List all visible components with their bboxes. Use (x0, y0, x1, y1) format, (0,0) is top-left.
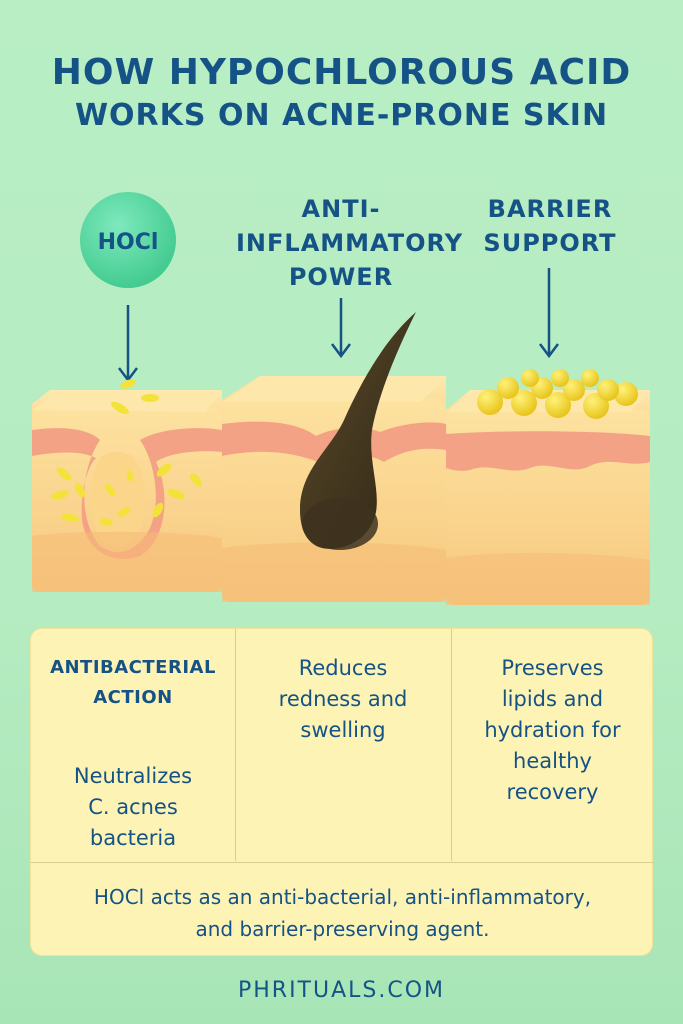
skin-block-follicle (222, 312, 446, 602)
divider (31, 862, 654, 863)
anti-inflammatory-label-line: POWER (288, 263, 394, 291)
antibacterial-body-line: Neutralizes (73, 764, 193, 788)
hocl-badge: HOCl (80, 192, 176, 288)
barrier-body-line: lipids and (501, 687, 604, 711)
antibacterial-body-line: bacteria (89, 826, 177, 850)
page-title-line-1: HOW HYPOCHLOROUS ACID (51, 52, 632, 93)
down-arrow-icon (539, 268, 559, 359)
barrier-body-line: healthy (513, 749, 592, 773)
anti-inflammatory-label: ANTI- INFLAMMATORY POWER (236, 192, 464, 294)
page-title-line-2: WORKS ON ACNE-PRONE SKIN (74, 98, 609, 133)
info-panel: ANTIBACTERIAL ACTION Neutralizes C. acne… (30, 628, 654, 956)
antibacterial-cell: ANTIBACTERIAL ACTION Neutralizes C. acne… (31, 653, 235, 854)
anti-inflammatory-body-line: redness and (278, 687, 408, 711)
anti-inflammatory-body-line: swelling (300, 718, 386, 742)
skin-diagram: HOCl (32, 192, 650, 605)
barrier-body-line: hydration for (484, 718, 621, 742)
bacteria-icon (51, 379, 202, 526)
barrier-body-line: Preserves (501, 656, 604, 680)
barrier-body-line: recovery (506, 780, 599, 804)
skin-block-pore (32, 379, 222, 592)
summary-line: and barrier-preserving agent. (195, 917, 490, 941)
down-arrow-icon (118, 305, 138, 383)
site-footer: PHRITUALS.COM (237, 978, 446, 1003)
anti-inflammatory-body-line: Reduces (298, 656, 388, 680)
lipid-droplets-icon (477, 369, 638, 419)
barrier-support-label-line: SUPPORT (483, 229, 617, 257)
barrier-support-label: BARRIER SUPPORT (460, 192, 640, 260)
summary-text: HOCl acts as an anti-bacterial, anti-inf… (31, 881, 654, 945)
hocl-badge-text: HOCl (98, 230, 159, 255)
anti-inflammatory-cell: Reduces redness and swelling (235, 653, 451, 746)
down-arrow-icon (331, 298, 351, 359)
barrier-support-cell: Preserves lipids and hydration for healt… (451, 653, 654, 808)
antibacterial-body-line: C. acnes (88, 795, 178, 819)
divider (451, 629, 452, 861)
skin-block-barrier (446, 369, 650, 605)
anti-inflammatory-label-line: INFLAMMATORY (236, 229, 464, 257)
anti-inflammatory-label-line: ANTI- (301, 195, 381, 223)
antibacterial-heading-line: ANTIBACTERIAL (50, 657, 216, 678)
barrier-support-label-line: BARRIER (487, 195, 613, 223)
antibacterial-heading-line: ACTION (93, 687, 173, 708)
summary-line: HOCl acts as an anti-bacterial, anti-inf… (93, 885, 592, 909)
divider (235, 629, 236, 861)
